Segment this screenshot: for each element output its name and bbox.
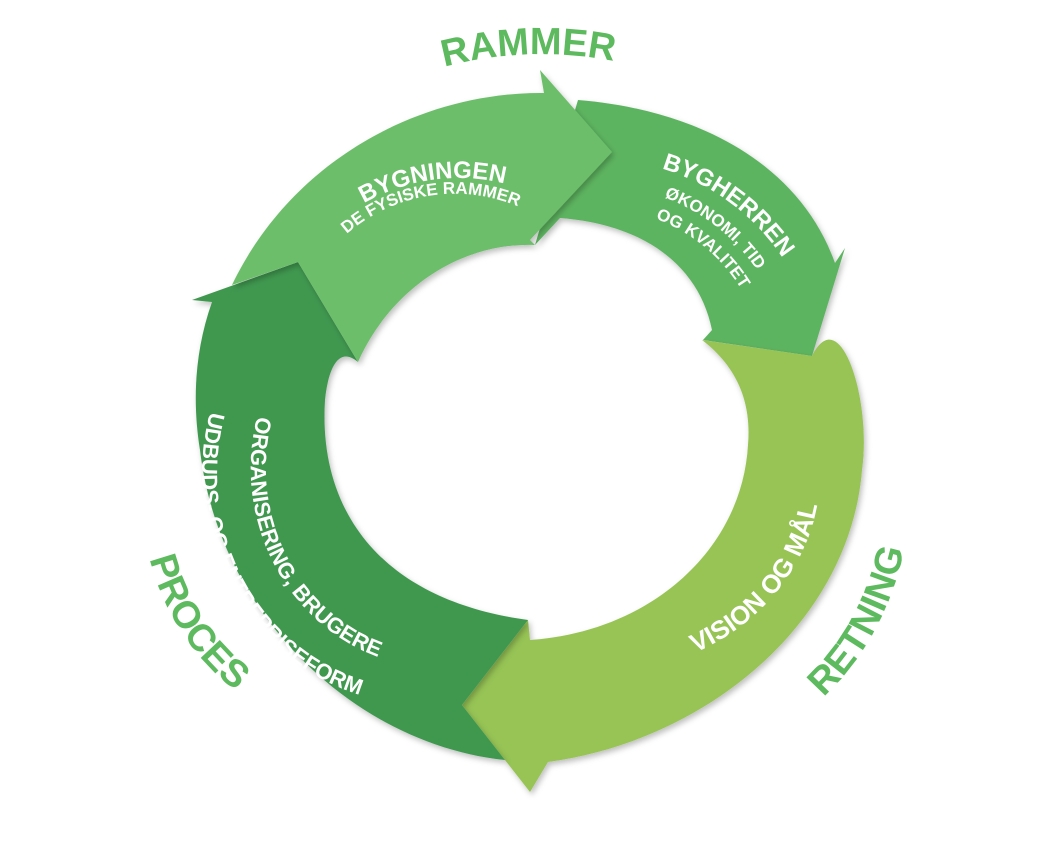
segment-proces: [192, 262, 528, 760]
segment-bygningen: [232, 70, 612, 362]
label-rammer: RAMMER: [437, 21, 619, 75]
segment-bygherren: [535, 100, 845, 356]
segment-retning: [462, 339, 864, 792]
